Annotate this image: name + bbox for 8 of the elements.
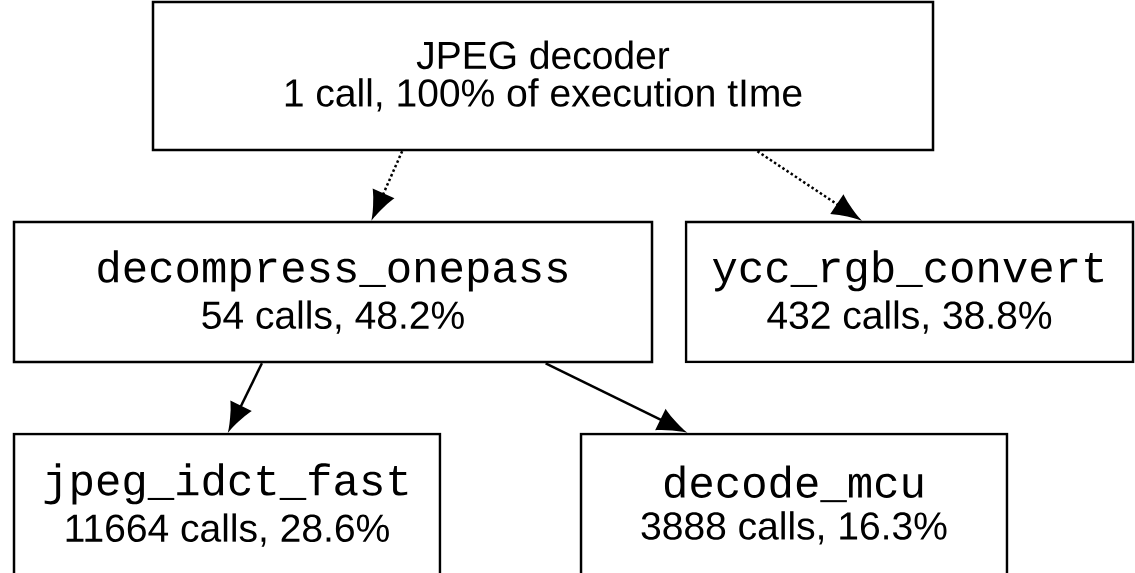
arrow xyxy=(545,362,685,432)
process-box: jpeg_idct_fast 11664 calls, 28.6% xyxy=(12,432,442,573)
process-box: ycc_rgb_convert 432 calls, 38.8% xyxy=(684,220,1135,364)
process-box: JPEG decoder 1 call, 100% of execution tIme xyxy=(151,0,935,152)
process-box: decompress_onepass 54 calls, 48.2% xyxy=(12,220,654,364)
arrow xyxy=(756,150,860,220)
arrow xyxy=(228,362,264,430)
process-box: decode_mcu 3888 calls, 16.3% xyxy=(579,432,1009,573)
